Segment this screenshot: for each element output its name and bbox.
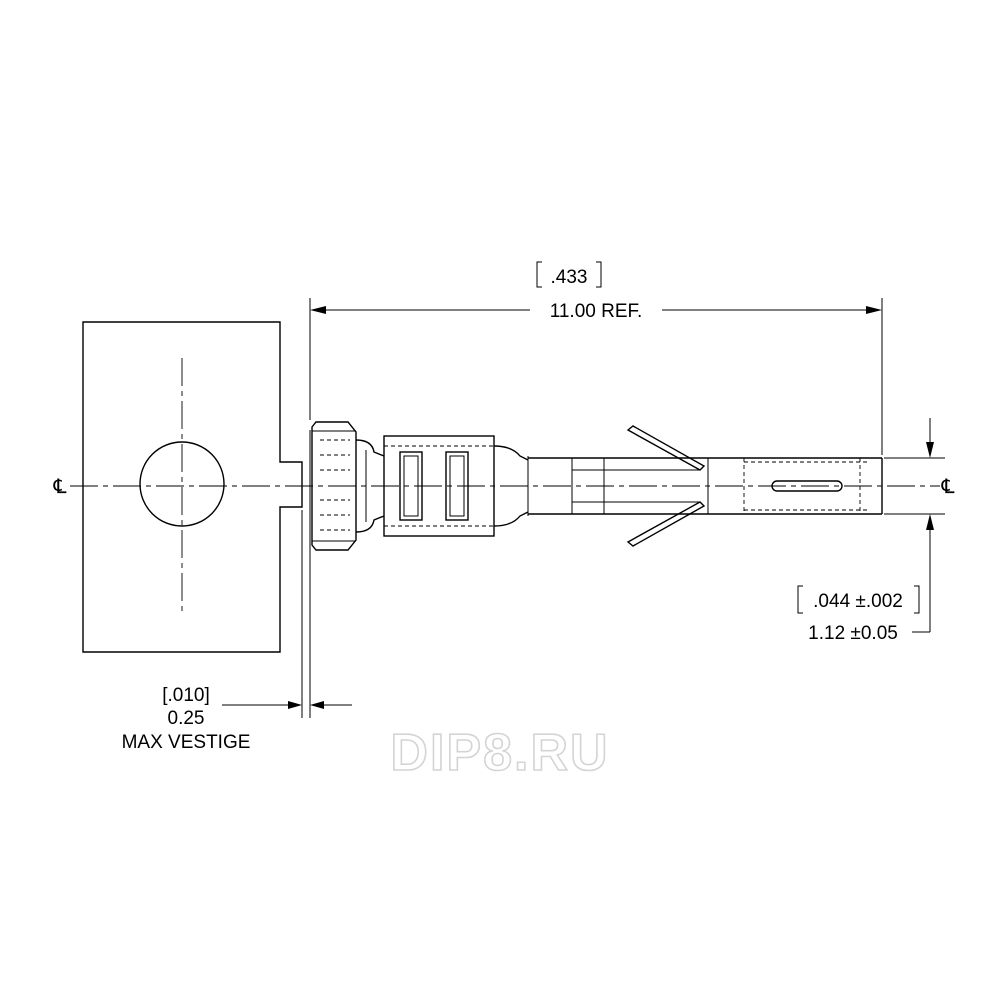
vestige-mm-label: 0.25 — [168, 708, 205, 729]
carrier-strip — [82, 321, 303, 653]
pin-diameter-inch-label: .044 ±.002 — [813, 591, 903, 612]
contact-body — [311, 421, 883, 551]
dimension-vestige: [.010] 0.25 MAX VESTIGE — [122, 430, 352, 753]
centerline-symbol-right: ℄ — [941, 476, 955, 498]
pin-diameter-mm-label: 1.12 ±0.05 — [808, 623, 898, 644]
vestige-note-label: MAX VESTIGE — [122, 732, 251, 753]
overall-length-mm-label: 11.00 REF. — [550, 301, 643, 322]
pilot-hole — [139, 441, 225, 527]
centerline-symbol-left: ℄ — [53, 476, 67, 498]
watermark-text: DIP8.RU — [390, 724, 609, 782]
dimension-pin-diameter: .044 ±.002 1.12 ±0.05 — [797, 418, 945, 644]
vestige-inch-label: [.010] — [162, 685, 210, 706]
dimension-overall-length: .433 11.00 REF. — [309, 261, 883, 455]
overall-length-inch-label: .433 — [551, 267, 588, 288]
